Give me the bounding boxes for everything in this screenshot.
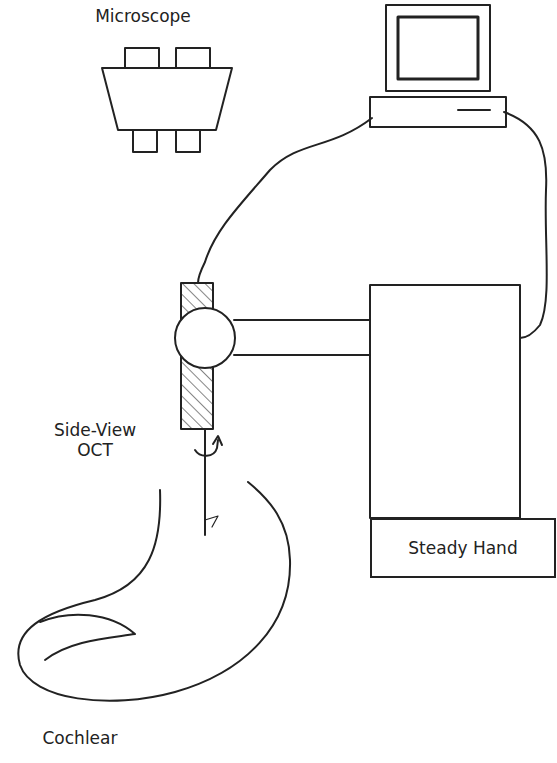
- monitor-frame: [386, 5, 490, 91]
- robot-tower: [370, 285, 520, 518]
- rotation-arrowhead: [213, 436, 222, 445]
- eyepiece: [176, 48, 210, 68]
- monitor-screen: [398, 17, 478, 79]
- cable: [198, 118, 372, 283]
- robot-arm: [234, 354, 370, 356]
- node-label: Steady Hand: [408, 538, 517, 558]
- arm-joint: [175, 308, 235, 368]
- cable: [504, 112, 547, 338]
- microscope-body: [102, 68, 232, 130]
- eyepiece: [125, 48, 159, 68]
- cochlea-outline: [18, 482, 290, 701]
- computer-base: [370, 97, 506, 127]
- part-label: Microscope: [78, 6, 208, 26]
- objective-lens: [133, 130, 157, 152]
- sketch-lines: [18, 5, 546, 701]
- oct-probe: [204, 429, 206, 535]
- cochlea-spiral: [40, 615, 135, 660]
- drive-slot: [458, 109, 490, 111]
- part-label: Cochlear: [20, 728, 140, 748]
- objective-lens: [176, 130, 200, 152]
- robot-arm: [234, 319, 370, 321]
- robot-base-box: Steady Hand: [370, 518, 556, 578]
- probe-beam: [205, 516, 218, 527]
- part-label: Side-View OCT: [40, 420, 150, 461]
